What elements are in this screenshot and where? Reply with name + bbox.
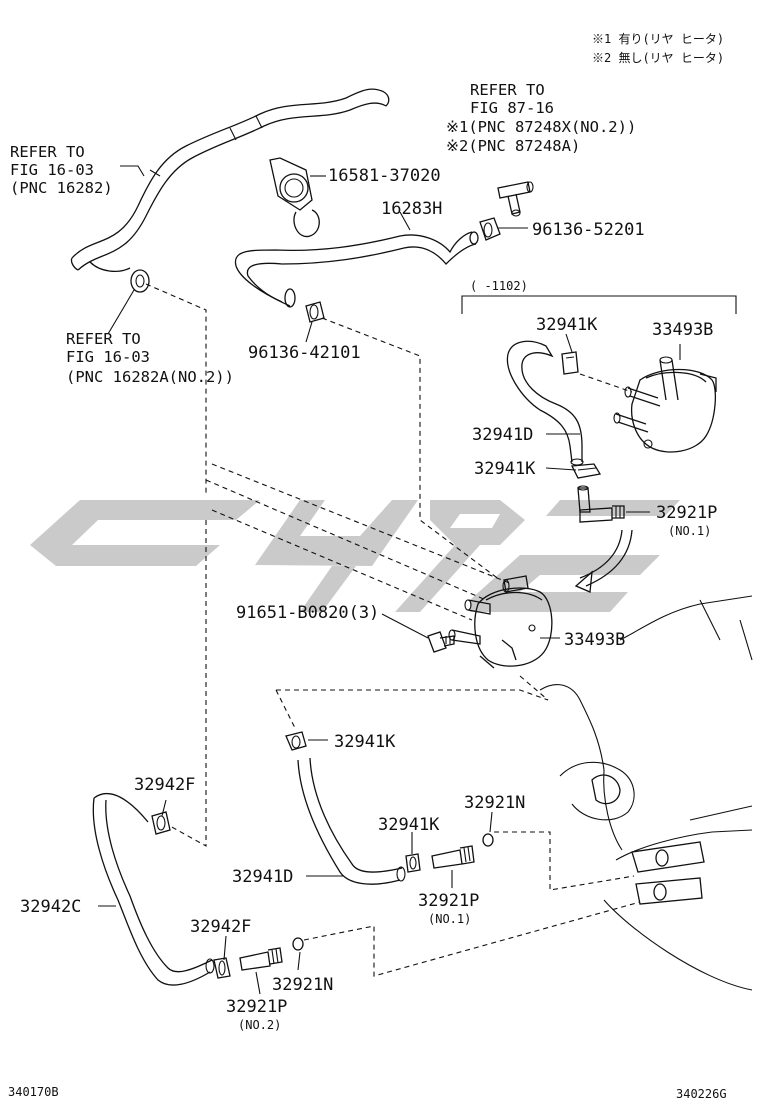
clamp-32942f-top [151,811,171,835]
part-label-sub: (NO.1) [668,524,711,538]
note-rear-heater-without: ※2 無し(リヤ ヒータ) [592,50,724,65]
part-label-32941k[interactable]: 32941K [474,459,536,479]
part-label-32921p[interactable]: 32921P [418,891,479,911]
ref-text: REFER TO [470,81,545,99]
part-label-32941d[interactable]: 32941D [472,425,533,445]
part-label-32921p[interactable]: 32921P [656,503,717,523]
hose-32942c [92,793,215,986]
ref-text: REFER TO [66,330,141,348]
union-32921p-low [239,947,283,971]
clamp-32941k-top [561,351,579,375]
figure-code-left: 340170B [8,1085,59,1099]
clamp-96136-42101 [305,301,325,323]
ref-text: ※1(PNC 87248X(NO.2)) [446,118,636,136]
part-label-32942f[interactable]: 32942F [134,775,195,795]
part-label-33493b[interactable]: 33493B [564,630,625,650]
leader-lines [98,165,681,995]
footer: 340170B 340226G [8,1085,727,1101]
date-range-bracket [461,295,737,314]
part-label-32941k[interactable]: 32941K [334,732,396,752]
union-32921p-mid [431,845,475,869]
part-label-32921p[interactable]: 32921P [226,997,287,1017]
ref-text: (PNC 16282A(NO.2)) [66,368,234,386]
part-label-32941k[interactable]: 32941K [536,315,598,335]
ref-text: ※2(PNC 87248A) [446,137,580,155]
bolt-91651 [427,631,455,653]
part-label-32942f[interactable]: 32942F [190,917,251,937]
reference-fig16-b: REFER TO FIG 16-03 (PNC 16282A(NO.2)) [66,330,234,386]
ref-text: REFER TO [10,143,85,161]
clamp-32942f-low [213,957,231,979]
clamp-left [130,269,150,293]
upper-hose-left [70,88,390,273]
oring-32921n-low [292,937,304,951]
reference-fig87: REFER TO FIG 87-16 ※1(PNC 87248X(NO.2)) … [446,81,636,155]
notes: ※1 有り(リヤ ヒータ) ※2 無し(リヤ ヒータ) [592,32,724,65]
part-label-91651-b0820[interactable]: 91651-B0820(3) [236,603,379,623]
part-label-16581-37020[interactable]: 16581-37020 [328,166,441,186]
hose-32941d-upper [506,340,584,466]
figure-code-right: 340226G [676,1087,727,1101]
ref-text: (PNC 16282) [10,179,113,197]
clamp-16581 [269,157,320,238]
clamp-32941k-low [285,731,307,751]
oring-32921n-top [482,833,494,847]
oil-cooler-mid [448,575,553,669]
part-label-96136-52201[interactable]: 96136-52201 [532,220,645,240]
note-rear-heater-with: ※1 有り(リヤ ヒータ) [592,32,724,46]
part-label-32942c[interactable]: 32942C [20,897,81,917]
hose-16283h [234,231,479,308]
clamp-32941k-mid [570,463,602,479]
ref-text: FIG 16-03 [66,348,150,366]
ref-text: FIG 87-16 [470,99,554,117]
clamp-32941k-low2 [405,853,421,873]
part-label-96136-42101[interactable]: 96136-42101 [248,343,361,363]
part-label-32921n[interactable]: 32921N [272,975,333,995]
watermark-logo [30,500,680,612]
part-label-16283h[interactable]: 16283H [381,199,442,219]
part-label-33493b[interactable]: 33493B [652,320,713,340]
part-label-32921n[interactable]: 32921N [464,793,525,813]
ref-text: FIG 16-03 [10,161,94,179]
joint-pipe-87248 [497,181,534,217]
part-label-32941k[interactable]: 32941K [378,815,440,835]
clamp-96136-52201 [479,217,501,241]
union-32921p-top [577,485,625,523]
engine-outline [539,595,753,991]
date-range-label: ( -1102) [470,279,528,293]
part-label-sub: (NO.1) [428,912,471,926]
part-label-sub: (NO.2) [238,1018,281,1032]
part-label-32941d[interactable]: 32941D [232,867,293,887]
reference-fig16-a: REFER TO FIG 16-03 (PNC 16282) [10,143,113,197]
hose-32941d-lower [297,757,406,885]
oil-cooler-upper [613,356,717,453]
part-labels: 16581-37020 16283H 96136-52201 96136-421… [20,166,717,1032]
flow-arrow [574,529,633,593]
assembly-dashed-lines [145,283,641,977]
